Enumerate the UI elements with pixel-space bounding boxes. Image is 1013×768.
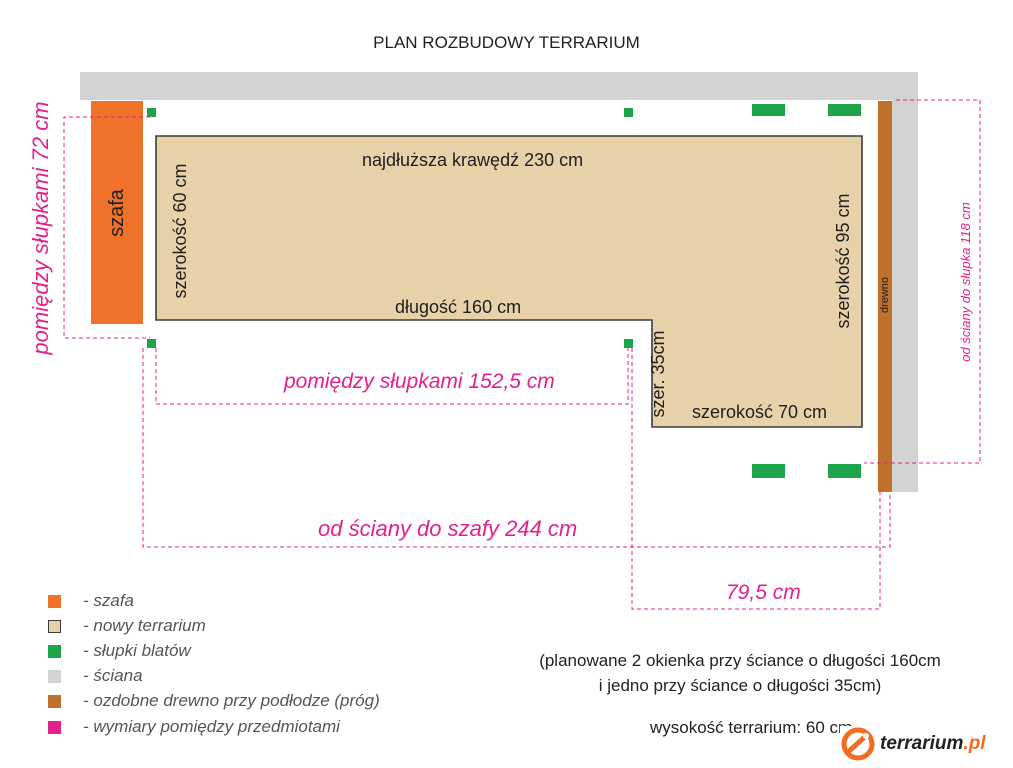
- between-posts-72-label: pomiędzy słupkami 72 cm: [28, 101, 53, 355]
- legend-swatch: [48, 694, 61, 708]
- post-top-middle: [624, 108, 633, 117]
- width-60-label: szerokość 60 cm: [170, 163, 190, 299]
- terrarium-logo: terrarium .pl: [840, 726, 1010, 762]
- plan-title: PLAN ROZBUDOWY TERRARIUM: [373, 33, 640, 52]
- post-top-right-1: [752, 104, 785, 116]
- legend-label: - ściana: [83, 666, 143, 685]
- height-note: wysokość terrarium: 60 cm: [650, 718, 853, 737]
- decorative-wood: [878, 101, 892, 492]
- wall-top: [80, 72, 918, 100]
- wall-to-wardrobe-label: od ściany do szafy 244 cm: [318, 516, 578, 541]
- width-95-label: szerokość 95 cm: [833, 193, 853, 329]
- windows-note-line2: i jedno przy ściance o długości 35cm): [598, 676, 882, 695]
- legend-swatch: [48, 594, 61, 608]
- dimension-79-label: 79,5 cm: [726, 581, 801, 604]
- legend-swatch: [48, 720, 61, 734]
- longest-edge-label: najdłuższa krawędź 230 cm: [362, 150, 584, 170]
- wall-to-post-118-label: od ściany do słupka 118 cm: [958, 202, 973, 362]
- width-35-label: szer. 35cm: [648, 330, 668, 418]
- windows-note-line1: (planowane 2 okienka przy ściance o dług…: [539, 651, 941, 670]
- wall-right: [892, 72, 918, 492]
- wardrobe: [91, 101, 143, 324]
- legend-item-wardrobe: - szafa: [48, 590, 134, 612]
- length-160-label: długość 160 cm: [395, 297, 522, 317]
- post-bottom-right-2: [828, 464, 861, 478]
- post-top-left: [147, 108, 156, 117]
- post-top-right-2: [828, 104, 861, 116]
- post-bottom-right-1: [752, 464, 785, 478]
- legend-label: - wymiary pomiędzy przedmiotami: [83, 717, 340, 736]
- legend-item-posts: - słupki blatów: [48, 640, 191, 662]
- between-posts-152-label: pomiędzy słupkami 152,5 cm: [284, 370, 555, 393]
- legend-swatch: [48, 644, 61, 658]
- legend-label: - szafa: [83, 591, 135, 610]
- legend-label: - słupki blatów: [83, 641, 191, 660]
- legend-item-wood: - ozdobne drewno przy podłodze (próg): [48, 690, 380, 712]
- post-mid-left: [147, 339, 156, 348]
- legend-label: - nowy terrarium: [83, 616, 206, 635]
- logo-suffix: .pl: [963, 733, 986, 754]
- legend-item-dimensions: - wymiary pomiędzy przedmiotami: [48, 716, 340, 738]
- gecko-icon: [841, 727, 875, 761]
- logo-text: terrarium: [880, 733, 964, 754]
- post-mid-middle: [624, 339, 633, 348]
- legend-item-wall: - ściana: [48, 665, 143, 687]
- legend-label: - ozdobne drewno przy podłodze (próg): [83, 691, 380, 710]
- legend-item-terrarium: - nowy terrarium: [48, 615, 206, 637]
- legend-swatch: [48, 619, 61, 633]
- width-70-label: szerokość 70 cm: [692, 402, 828, 422]
- legend-swatch: [48, 669, 61, 683]
